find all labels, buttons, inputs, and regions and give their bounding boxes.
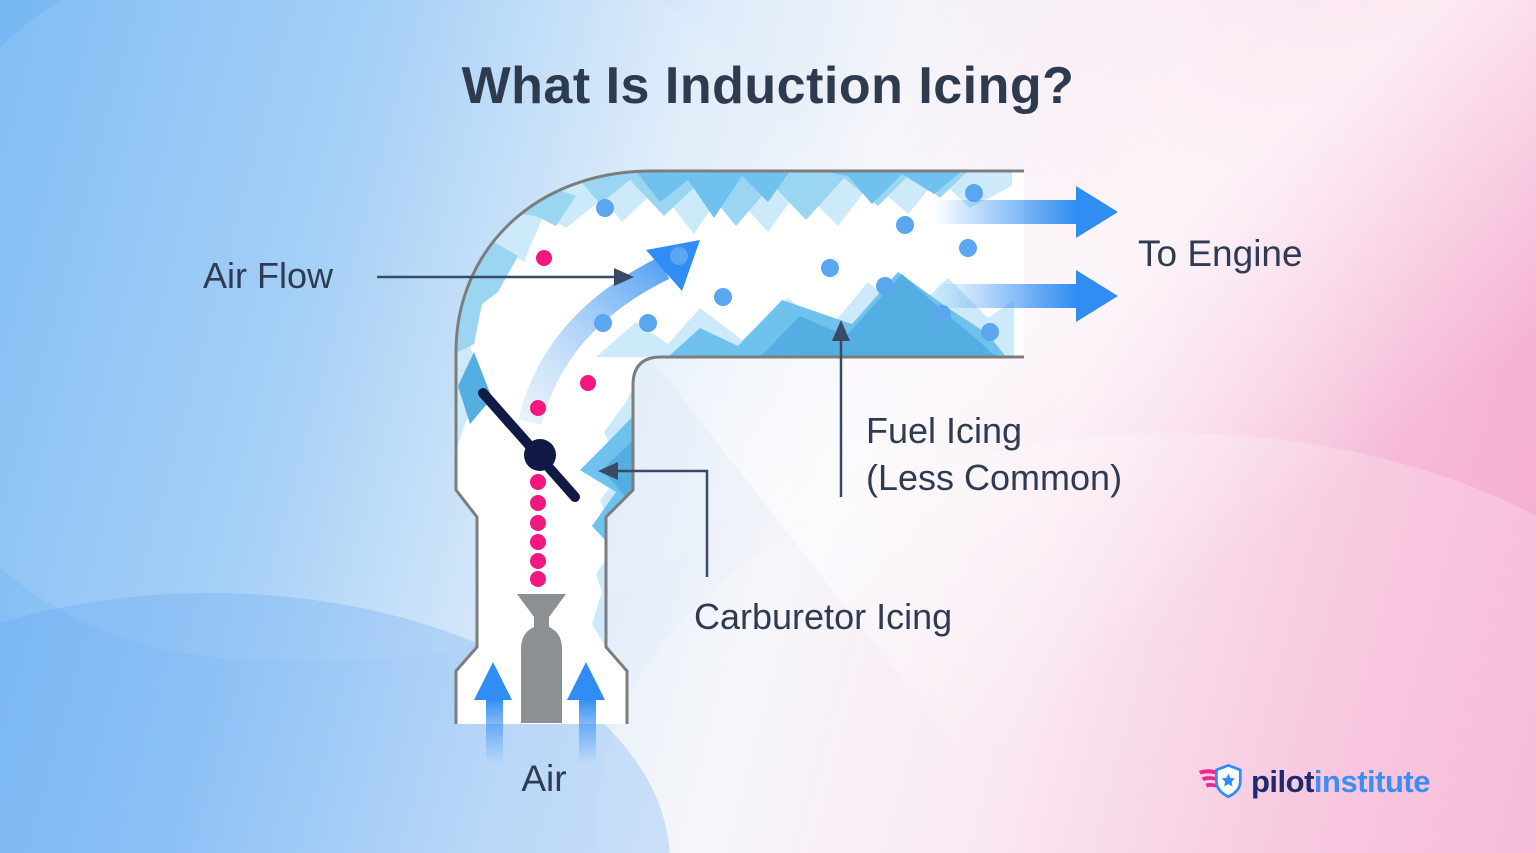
callout-lines — [377, 268, 850, 577]
throttle-valve — [478, 388, 580, 502]
fuel-nozzle — [517, 594, 566, 723]
fuel-icing-pointer — [832, 320, 850, 497]
air-flow-label: Air Flow — [203, 255, 334, 296]
logo-wordmark: pilotinstitute — [1251, 766, 1430, 797]
air-flow-pointer — [377, 268, 634, 286]
air-inlet-arrows — [474, 662, 605, 763]
carburetor-icing-pointer — [598, 462, 709, 577]
air-label: Air — [521, 758, 567, 799]
carburetor-icing-label: Carburetor Icing — [694, 596, 953, 637]
water-droplets — [594, 184, 999, 341]
pilot-institute-logo: pilotinstitute — [1198, 762, 1430, 800]
logo-word-institute: institute — [1313, 763, 1431, 799]
page-title: What Is Induction Icing? — [461, 57, 1075, 115]
fuel-icing-label-line1: Fuel Icing — [866, 410, 1023, 451]
fuel-icing-label-line2: (Less Common) — [866, 457, 1123, 498]
to-engine-label: To Engine — [1138, 233, 1303, 274]
pipe-outline — [454, 169, 1024, 724]
fuel-icing-label: Fuel Icing (Less Common) — [866, 407, 1122, 501]
fuel-droplets — [530, 250, 596, 587]
to-engine-arrows — [933, 186, 1118, 322]
ice-formation-dark — [458, 274, 996, 532]
winged-shield-star-icon — [1198, 763, 1242, 799]
logo-word-pilot: pilot — [1251, 763, 1314, 799]
